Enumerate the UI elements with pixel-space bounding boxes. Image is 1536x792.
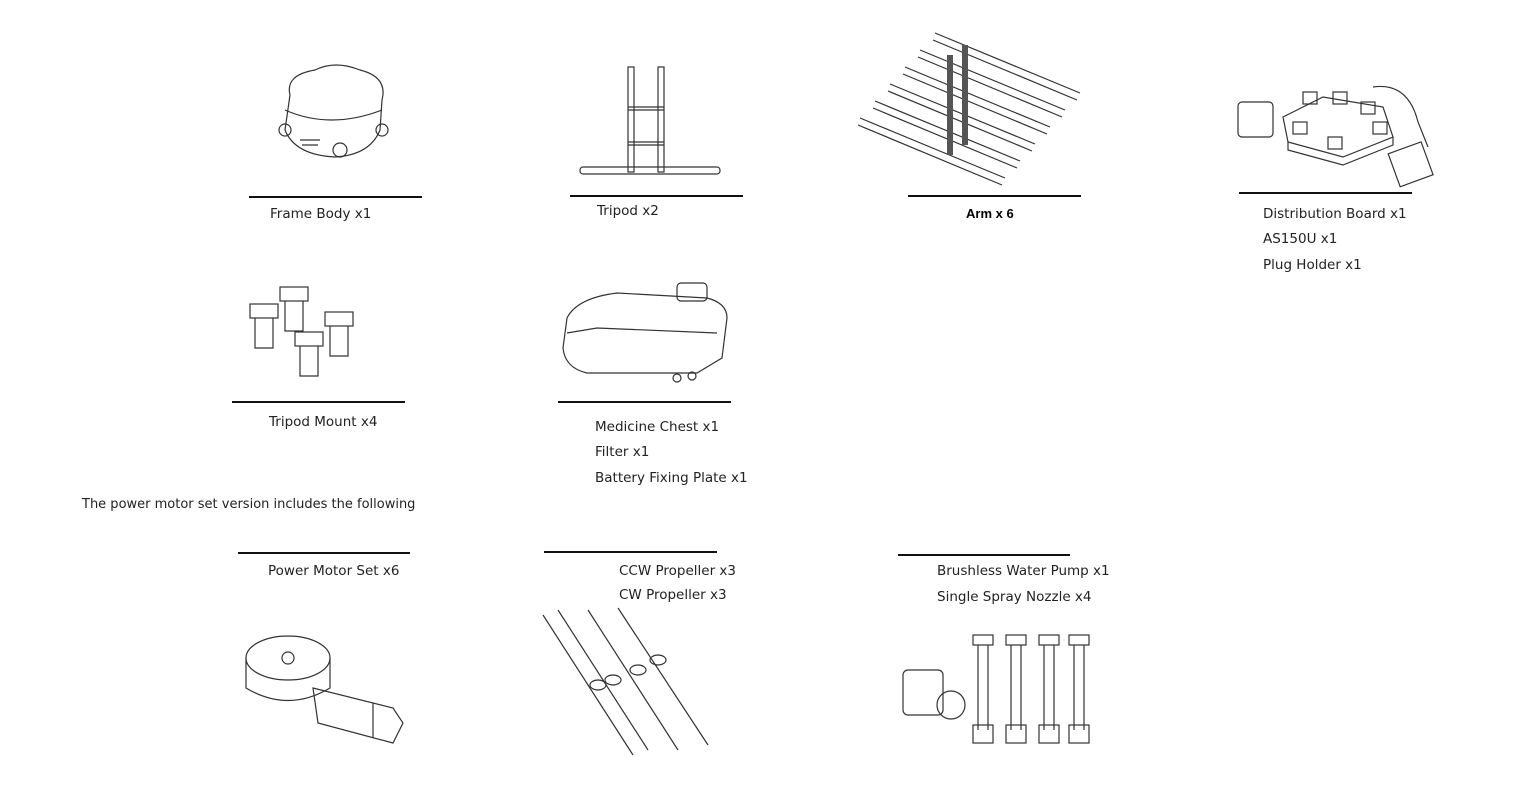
power-motor-illustration [245,635,404,744]
propeller-illustration [542,607,709,756]
tripod-label: Tripod x2 [597,203,659,219]
spray-nozzle-label: Single Spray Nozzle x4 [937,589,1092,605]
arm-illustration [857,32,1081,186]
tripod-mount-label: Tripod Mount x4 [269,414,378,430]
tripod-illustration [579,66,721,175]
propeller-divider [544,551,717,553]
distribution-board-divider [1239,192,1412,194]
cw-propeller-label: CW Propeller x3 [619,587,727,603]
distribution-board-label: Distribution Board x1 [1263,206,1407,222]
tripod-mount-divider [232,401,405,403]
ccw-propeller-label: CCW Propeller x3 [619,563,737,579]
power-motor-divider [238,552,410,554]
arm-label: Arm x 6 [966,206,1014,221]
water-pump-label: Brushless Water Pump x1 [937,563,1110,579]
tripod-divider [570,195,743,197]
pump-nozzle-illustration [902,634,1090,744]
medicine-chest-divider [558,401,731,403]
power-motor-label: Power Motor Set x6 [268,563,400,579]
medicine-chest-label: Medicine Chest x1 [595,419,720,435]
as150u-label: AS150U x1 [1263,231,1338,247]
plug-holder-label: Plug Holder x1 [1263,257,1362,273]
pump-divider [898,554,1070,556]
frame-body-illustration [278,64,389,158]
filter-label: Filter x1 [595,444,650,460]
frame-body-divider [249,196,422,198]
arm-divider [908,195,1081,197]
medicine-chest-illustration [562,282,728,383]
battery-fixing-plate-label: Battery Fixing Plate x1 [595,470,748,486]
frame-body-label: Frame Body x1 [270,206,372,222]
distribution-board-illustration [1237,85,1434,188]
power-motor-version-intro: The power motor set version includes the… [82,497,416,512]
tripod-mount-illustration [249,286,354,377]
